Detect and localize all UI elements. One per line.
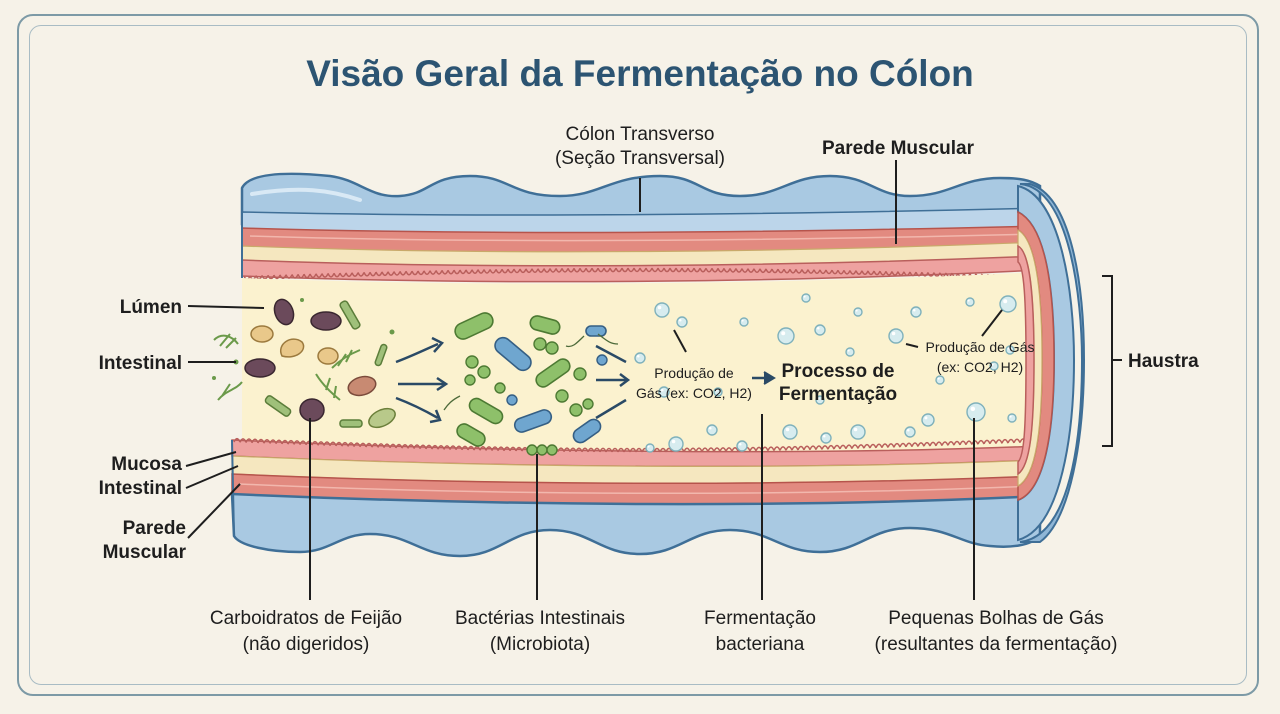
gas-bubble-highlight bbox=[647, 445, 650, 448]
gas-bubble bbox=[845, 347, 855, 357]
gas-bubble bbox=[820, 432, 832, 444]
gas-bubble-highlight bbox=[679, 319, 682, 322]
serosa-highlight bbox=[250, 187, 362, 202]
gas-bubble-highlight bbox=[671, 439, 676, 444]
gas-bubble bbox=[910, 306, 922, 318]
inner-frame bbox=[29, 25, 1247, 685]
gas-bubble-highlight bbox=[907, 429, 910, 432]
left-edge-bottom bbox=[231, 439, 235, 537]
gas-bubbles bbox=[634, 293, 1017, 453]
gas-bubble-highlight bbox=[785, 427, 790, 432]
gas-bubble-highlight bbox=[913, 309, 916, 312]
flow-arrows bbox=[395, 336, 776, 424]
gas-bubble-highlight bbox=[781, 331, 786, 336]
muscle-fiber-top bbox=[249, 233, 1036, 242]
label-processo: Processo de bbox=[782, 361, 895, 382]
leader-lines bbox=[185, 160, 1122, 600]
label-colon-transverso: Cólon Transverso bbox=[566, 124, 715, 145]
label-intestinal: Intestinal bbox=[99, 353, 182, 374]
gas-bubble-highlight bbox=[709, 427, 712, 430]
label-carboidratos: Carboidratos de Feijão bbox=[210, 608, 402, 629]
gas-bubble bbox=[850, 424, 866, 440]
gas-bubble bbox=[634, 352, 646, 364]
gas-bubble bbox=[888, 328, 904, 344]
gas-bubble bbox=[966, 402, 986, 422]
label-bacterias: Bactérias Intestinais bbox=[455, 608, 625, 629]
gas-bubble bbox=[904, 426, 916, 438]
gas-bubble-highlight bbox=[661, 389, 664, 392]
gas-bubble-highlight bbox=[803, 295, 806, 298]
gas-bubble-highlight bbox=[715, 389, 718, 392]
label-pequenas-bolhas: Pequenas Bolhas de Gás bbox=[888, 608, 1104, 629]
gas-bubble-highlight bbox=[823, 435, 826, 438]
gas-bubble-highlight bbox=[937, 377, 940, 380]
label-parede-muscular-top: Parede Muscular bbox=[822, 138, 975, 159]
gas-bubble-highlight bbox=[847, 349, 850, 352]
muscle-fiber-bottom bbox=[239, 483, 1036, 495]
gas-bubble bbox=[853, 307, 863, 317]
gas-bubble bbox=[1007, 413, 1017, 423]
gas-bubble-highlight bbox=[991, 363, 994, 366]
bean-carbohydrates bbox=[212, 298, 396, 429]
gas-bubble-highlight bbox=[924, 416, 928, 420]
gas-bubble-highlight bbox=[657, 305, 662, 310]
label-parede-muscular-left: Muscular bbox=[103, 542, 187, 563]
label-nao-digeridos: (não digeridos) bbox=[243, 634, 370, 655]
gas-bubble bbox=[739, 317, 749, 327]
gas-bubble bbox=[782, 424, 798, 440]
gas-bubble bbox=[921, 413, 935, 427]
label-fermentacao-processo: Fermentação bbox=[779, 384, 897, 405]
gas-bubble bbox=[668, 436, 684, 452]
gas-bubble-highlight bbox=[970, 406, 976, 412]
label-producao-gas-2b: (ex: CO2, H2) bbox=[937, 359, 1023, 375]
serosa-bottom bbox=[230, 492, 1042, 558]
gas-bubble-highlight bbox=[891, 331, 896, 336]
gas-bubble bbox=[645, 443, 655, 453]
diagram-title: Visão Geral da Fermentação no Cólon bbox=[306, 53, 974, 94]
gas-bubble-highlight bbox=[853, 427, 858, 432]
gas-bubble bbox=[777, 327, 795, 345]
label-haustra: Haustra bbox=[1128, 351, 1199, 372]
gas-bubble-highlight bbox=[967, 299, 970, 302]
gas-bubble bbox=[935, 375, 945, 385]
gas-bubble bbox=[706, 424, 718, 436]
label-fermentacao: Fermentação bbox=[704, 608, 816, 629]
end-cap-mucosa bbox=[1017, 244, 1035, 476]
gas-bubble-highlight bbox=[1009, 415, 1012, 418]
label-mucosa-intestinal: Intestinal bbox=[99, 478, 182, 499]
gas-bubble bbox=[676, 316, 688, 328]
gas-bubble-highlight bbox=[1003, 299, 1008, 304]
label-producao-gas-1a: Produção de bbox=[654, 365, 734, 381]
label-resultantes: (resultantes da fermentação) bbox=[875, 634, 1118, 655]
gas-bubble-highlight bbox=[817, 397, 820, 400]
outer-frame bbox=[17, 14, 1259, 696]
gas-bubble-highlight bbox=[637, 355, 640, 358]
gas-bubble-highlight bbox=[817, 327, 820, 330]
gas-bubble bbox=[999, 295, 1017, 313]
gas-bubble bbox=[654, 302, 670, 318]
label-secao-transversal: (Seção Transversal) bbox=[555, 148, 725, 169]
label-mucosa: Mucosa bbox=[111, 454, 182, 475]
gas-bubble bbox=[801, 293, 811, 303]
label-parede: Parede bbox=[123, 518, 186, 539]
label-lumen: Lúmen bbox=[120, 297, 182, 318]
gas-bubble bbox=[736, 440, 748, 452]
label-producao-gas-1b: Gás (ex: CO2, H2) bbox=[636, 385, 752, 401]
gas-bubble-highlight bbox=[741, 319, 744, 322]
label-microbiota: (Microbiota) bbox=[490, 634, 590, 655]
gas-bubble bbox=[965, 297, 975, 307]
gas-bubble-highlight bbox=[739, 443, 742, 446]
gas-bubble bbox=[814, 324, 826, 336]
label-producao-gas-2a: Produção de Gás bbox=[926, 339, 1035, 355]
gas-bubble-highlight bbox=[1007, 347, 1010, 350]
gas-bubble-highlight bbox=[855, 309, 858, 312]
end-cap-shadow bbox=[1019, 183, 1086, 543]
label-bacteriana: bacteriana bbox=[716, 634, 805, 655]
gut-bacteria bbox=[443, 312, 619, 456]
